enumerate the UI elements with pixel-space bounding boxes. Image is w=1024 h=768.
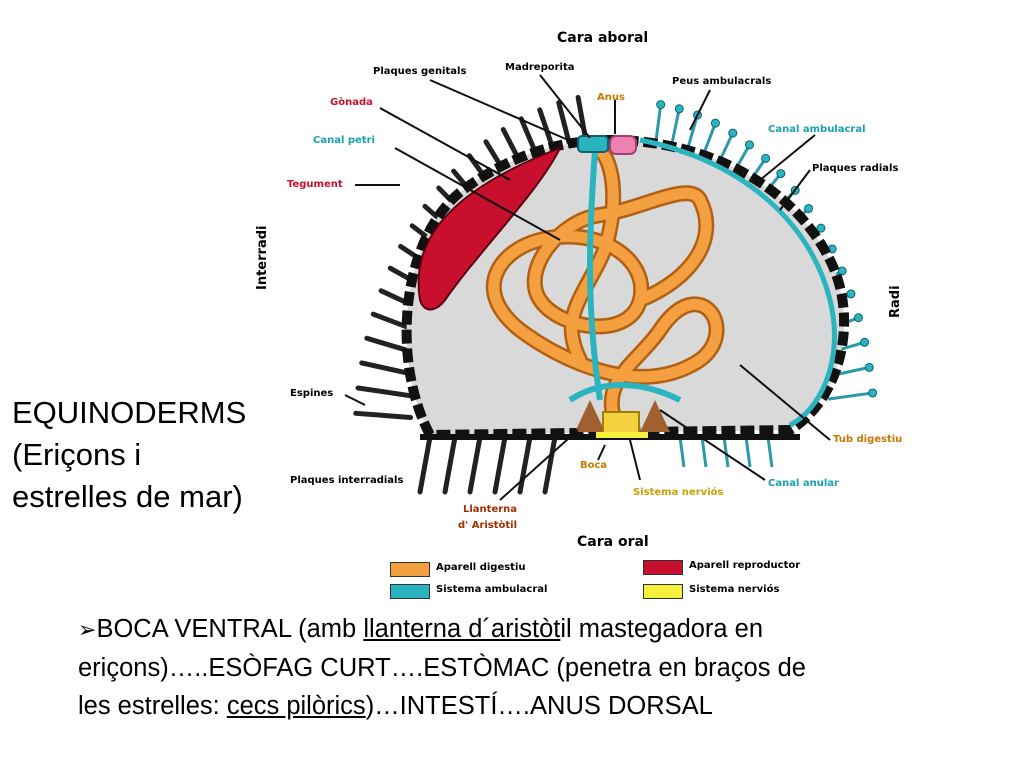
tube-foot-tip bbox=[776, 169, 786, 179]
tube-foot-tip bbox=[868, 388, 878, 398]
anus-shape bbox=[609, 135, 637, 155]
spine bbox=[517, 434, 533, 495]
caption-line-3b: )…INTESTÍ….ANUS DORSAL bbox=[365, 692, 713, 720]
aristotle-lantern bbox=[575, 400, 605, 432]
tube-foot bbox=[766, 436, 774, 468]
caption-underline-lantern: llanterna d´aristòt bbox=[363, 615, 561, 643]
tube-foot-tip bbox=[837, 266, 847, 276]
title-line-1: EQUINODERMS bbox=[12, 395, 247, 430]
aristotle-lantern-right bbox=[640, 400, 670, 432]
title-line-3: estrelles de mar) bbox=[12, 479, 243, 514]
spine bbox=[353, 410, 414, 420]
tube-foot-tip bbox=[846, 289, 856, 299]
caption-line-1: ➢BOCA VENTRAL (amb llanterna d´aristòtil… bbox=[78, 610, 978, 649]
caption-line-3a: les estrelles: bbox=[78, 692, 227, 720]
spine bbox=[442, 434, 458, 495]
tube-foot bbox=[722, 436, 730, 468]
tube-foot-tip bbox=[728, 128, 738, 138]
madreporite-shape bbox=[577, 135, 609, 153]
spine bbox=[417, 434, 433, 495]
slide-title: EQUINODERMS (Eriçons i estrelles de mar) bbox=[12, 392, 292, 518]
tube-foot bbox=[700, 436, 708, 468]
spine bbox=[542, 434, 558, 495]
caption-underline-caeca: cecs pilòrics bbox=[226, 692, 366, 720]
tube-foot-tip bbox=[674, 104, 684, 114]
gonad-shape bbox=[417, 146, 562, 311]
shell-outline bbox=[401, 134, 850, 441]
bullet-arrow-icon: ➢ bbox=[78, 617, 97, 642]
caption-line-3: les estrelles: cecs pilòrics)…INTESTÍ….A… bbox=[78, 687, 978, 725]
ring-canal bbox=[568, 382, 682, 403]
caption-text: ➢BOCA VENTRAL (amb llanterna d´aristòtil… bbox=[78, 610, 978, 725]
tube-foot-tip bbox=[860, 337, 870, 347]
tube-foot bbox=[827, 391, 873, 401]
spine bbox=[467, 434, 483, 495]
tube-foot bbox=[678, 436, 686, 468]
tube-foot bbox=[744, 436, 752, 468]
tube-foot-tip bbox=[745, 140, 755, 150]
spine bbox=[355, 385, 415, 399]
tube-foot-tip bbox=[816, 223, 826, 233]
caption-line-2: eriçons)…..ESÒFAG CURT….ESTÒMAC (penetra… bbox=[78, 654, 806, 682]
annotation-arrows bbox=[344, 74, 831, 501]
tube-foot-tip bbox=[804, 204, 814, 214]
tube-foot-tip bbox=[710, 118, 720, 128]
nerve-ring bbox=[596, 432, 648, 438]
tube-foot-tip bbox=[853, 313, 863, 323]
tube-foot-tip bbox=[656, 100, 666, 110]
tube-foot-tip bbox=[761, 153, 771, 163]
spine bbox=[492, 434, 508, 495]
tube-foot-tip bbox=[864, 362, 874, 372]
ambulacral-canal bbox=[639, 137, 837, 428]
caption-part-1: BOCA VENTRAL (amb bbox=[96, 615, 364, 643]
title-line-2: (Eriçons i bbox=[12, 437, 142, 472]
mouth-shape bbox=[602, 411, 640, 435]
stone-canal bbox=[587, 149, 603, 401]
caption-part-2: il mastegadora en bbox=[560, 615, 764, 643]
